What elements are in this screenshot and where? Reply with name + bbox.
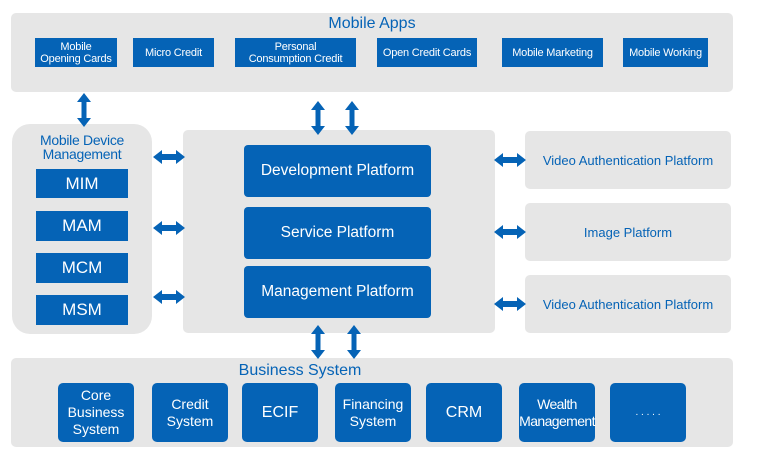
mobile-apps-title: Mobile Apps [328,15,416,32]
app-mobile-marketing[interactable]: Mobile Marketing [502,38,603,67]
business-system-title: Business System [238,362,362,379]
biz-credit-system[interactable]: Credit System [152,383,228,442]
app-label: Open Credit Cards [382,46,472,59]
development-platform[interactable]: Development Platform [244,145,431,197]
biz-ecif[interactable]: ECIF [242,383,318,442]
biz-label-line: Financing [342,395,404,412]
biz-label-line: . . . . . [635,407,661,418]
mdm-item-mcm[interactable]: MCM [36,253,128,283]
app-open-credit-cards[interactable]: Open Credit Cards [377,38,477,67]
mdm-title-line1: Mobile Device [39,132,125,148]
app-label: Mobile Marketing [512,46,593,59]
mdm-title: Mobile Device Management [12,133,152,161]
biz-label-line: ECIF [261,404,299,421]
mobile-apps-panel [11,13,733,92]
biz-crm[interactable]: CRM [426,383,502,442]
mdm-item-label: MIM [65,173,99,193]
app-personal-consumption-credit[interactable]: Personal Consumption Credit [235,38,356,67]
biz-core-business-system[interactable]: Core Business System [58,383,134,442]
app-label: Mobile Working [629,46,702,59]
right-platform-label: Video Authentication Platform [542,152,714,168]
arrow-mdm-central-3 [153,290,185,304]
video-authentication-platform-top[interactable]: Video Authentication Platform [525,131,731,189]
mdm-item-mam[interactable]: MAM [36,211,128,241]
mdm-item-msm[interactable]: MSM [36,295,128,325]
app-mobile-opening-cards[interactable]: Mobile Opening Cards [35,38,117,67]
app-label-line1: Mobile [60,40,92,53]
biz-label-line: Wealth [537,395,577,412]
arrow-mdm-central-1 [153,150,185,164]
app-label-line2: Consumption Credit [248,52,343,65]
biz-label-line: Core [80,387,112,403]
service-platform[interactable]: Service Platform [244,207,431,259]
biz-label-line: CRM [445,404,483,421]
arrow-central-video-auth-top [494,153,526,167]
right-platform-label: Image Platform [583,224,673,240]
biz-label-line: Business [67,404,125,420]
mdm-title-line2: Management [42,146,122,162]
app-mobile-working[interactable]: Mobile Working [623,38,708,67]
mdm-item-mim[interactable]: MIM [36,169,128,198]
biz-label-line: System [166,412,214,429]
right-platform-label: Video Authentication Platform [542,296,714,312]
mdm-item-label: MCM [61,258,103,277]
biz-label-line: Management [519,412,595,429]
app-label-line2: Opening Cards [40,52,112,65]
biz-label-line: Credit [171,395,209,412]
app-label: Micro Credit [145,46,202,59]
image-platform[interactable]: Image Platform [525,203,731,261]
arrow-apps-mdm [77,93,91,127]
platform-label: Development Platform [260,162,415,179]
biz-label-line: System [349,412,397,429]
mdm-item-label: MSM [62,300,102,319]
arrow-central-video-auth-bottom [494,297,526,311]
biz-more[interactable]: . . . . . [610,383,686,442]
biz-label-line: System [72,421,120,437]
app-micro-credit[interactable]: Micro Credit [133,38,214,67]
arrow-mdm-central-2 [153,221,185,235]
biz-financing-system[interactable]: Financing System [335,383,411,442]
arrow-central-image [494,225,526,239]
management-platform[interactable]: Management Platform [244,266,431,318]
platform-label: Service Platform [280,224,395,241]
mdm-item-label: MAM [62,216,102,235]
biz-wealth-management[interactable]: Wealth Management [519,383,595,442]
platform-label: Management Platform [261,283,414,300]
app-label-line1: Personal [274,40,317,53]
video-authentication-platform-bottom[interactable]: Video Authentication Platform [525,275,731,333]
